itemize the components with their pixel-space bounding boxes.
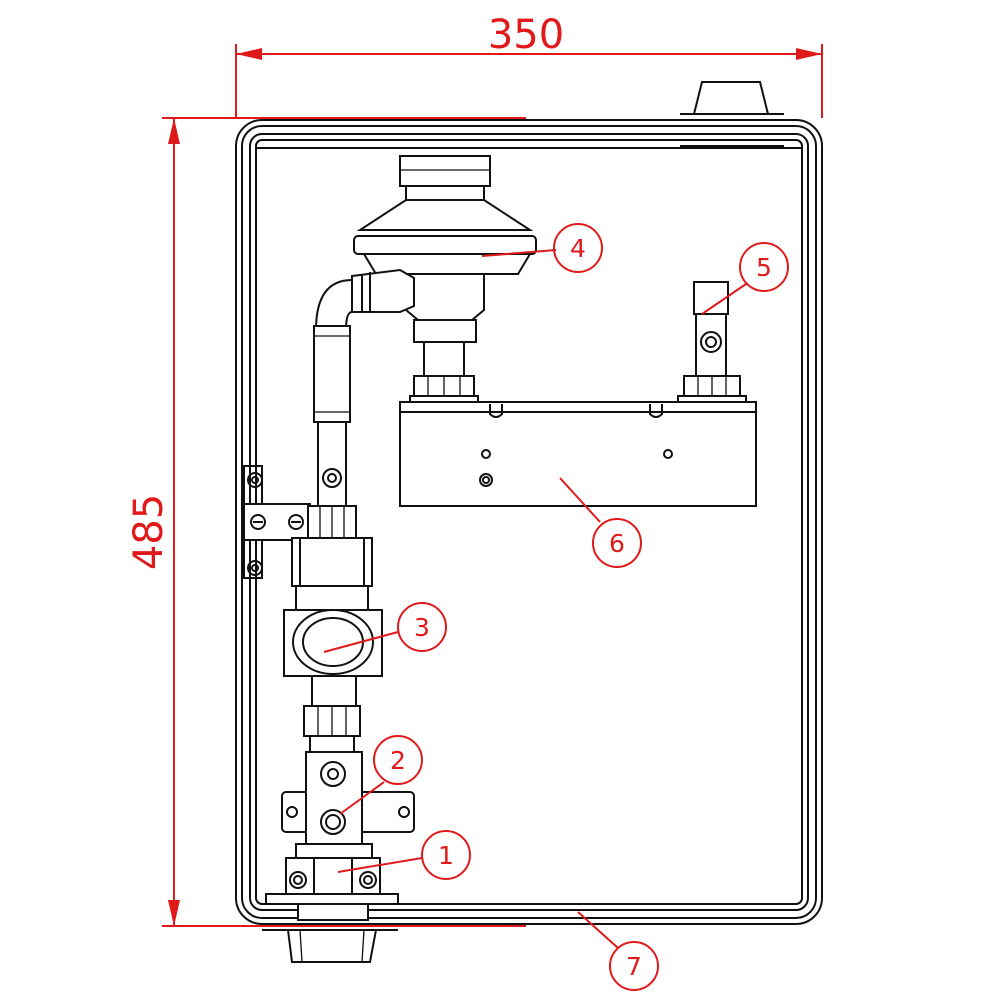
callout-2-label: 2	[390, 746, 406, 775]
callout-3-label: 3	[414, 613, 430, 642]
callout-4: 4	[481, 223, 603, 273]
width-dimension: 350	[235, 12, 823, 119]
callout-3: 3	[323, 602, 447, 653]
bottom-cable-gland	[262, 923, 398, 963]
callout-4-label: 4	[570, 234, 586, 263]
callout-6-label: 6	[609, 529, 625, 558]
top-cable-gland	[680, 81, 784, 147]
pipe-union-nut	[291, 505, 373, 587]
callout-7: 7	[577, 911, 659, 991]
callout-1-label: 1	[438, 841, 454, 870]
flexible-pipe	[313, 279, 353, 507]
main-shutoff-fitting	[283, 585, 383, 707]
callout-5: 5	[701, 242, 789, 315]
height-dimension-label: 485	[126, 494, 172, 570]
inlet-valve	[281, 751, 415, 845]
callout-6: 6	[559, 477, 642, 568]
gas-regulator	[351, 155, 537, 377]
width-dimension-label: 350	[488, 12, 564, 58]
inlet-fitting	[265, 843, 399, 921]
callout-5-label: 5	[756, 253, 772, 282]
callout-1: 1	[337, 830, 471, 880]
callout-7-label: 7	[626, 952, 642, 981]
manifold-block	[399, 401, 757, 507]
lower-pipe	[303, 705, 361, 753]
height-dimension: 485	[126, 117, 526, 927]
callout-2: 2	[339, 735, 423, 815]
test-point-valve	[677, 281, 747, 413]
